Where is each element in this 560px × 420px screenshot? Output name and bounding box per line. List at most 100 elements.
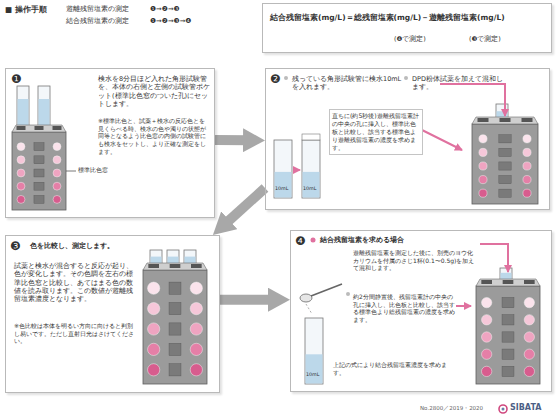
window — [34, 169, 44, 177]
standard-color — [17, 182, 25, 190]
standard-color — [482, 332, 492, 342]
instruction-text: DPD粉体試薬を加えて混和します。 — [412, 75, 504, 92]
procedure-steps: ❶→❷→❸ — [150, 5, 180, 13]
comparator-body — [476, 286, 540, 384]
note-text: ※標準比色と、試薬＋検水の反応色とを見くらべる時、検水の色や濁りの状態が同等とな… — [98, 117, 210, 155]
step-panel: ❸色を比較し、測定します。試薬と検水が混合すると反応が起り、色が変化します。その… — [5, 235, 220, 393]
bullet — [284, 76, 288, 80]
standard-color — [190, 302, 202, 314]
standard-color — [190, 343, 202, 355]
standard-color — [190, 282, 202, 294]
step-number: ❷ — [270, 72, 281, 87]
standard-color — [53, 195, 61, 203]
standard-color — [53, 156, 61, 164]
tube-hole — [148, 264, 159, 268]
window — [169, 343, 181, 355]
comparator-top — [472, 117, 538, 124]
tube-hole — [522, 118, 533, 122]
window — [169, 323, 181, 335]
window — [169, 302, 181, 314]
procedure-label: 結合残留塩素の測定 — [66, 17, 129, 25]
comparator-top — [12, 125, 66, 132]
flow-arrow — [220, 295, 275, 305]
comparator-top — [143, 263, 207, 270]
pink-arrow — [480, 244, 508, 272]
window — [169, 282, 181, 294]
tube-hole — [191, 264, 202, 268]
standard-color — [479, 135, 487, 143]
standard-color — [148, 343, 160, 355]
standard-color — [17, 143, 25, 151]
window — [502, 297, 514, 307]
procedure-label: 遊離残留塩素の測定 — [66, 5, 129, 13]
window — [34, 156, 44, 164]
standard-color — [190, 364, 202, 376]
formula-box: 結合残留塩素(mg/L)＝総残留塩素(mg/L)－遊離残留塩素(mg/L)(❹で… — [262, 3, 552, 53]
standard-color — [482, 366, 492, 376]
standard-color — [524, 349, 534, 359]
bullet — [311, 238, 316, 243]
window — [499, 189, 511, 197]
formula-text: 結合残留塩素(mg/L)＝総残留塩素(mg/L)－遊離残留塩素(mg/L) — [270, 13, 505, 23]
section-heading: ■ 操作手順 — [5, 5, 47, 14]
tube-hole — [481, 280, 492, 284]
comparator-body — [12, 132, 66, 210]
instruction-text: 上記の式により結合残留塩素濃度を求めます。 — [333, 361, 453, 376]
standard-color — [53, 143, 61, 151]
note-text: ※色比較は本体を明るい方向に向けると判別し易いです。ただし直射日光はさけてくださ… — [14, 322, 136, 345]
window — [499, 148, 511, 156]
callout-text: 直ちに(約5秒後)遊離残留塩素計の中央の孔に挿入し、標準比色板と比較し、該当する… — [329, 109, 423, 155]
standard-color — [479, 148, 487, 156]
window — [34, 195, 44, 203]
window — [499, 176, 511, 184]
window — [502, 366, 514, 376]
test-tube — [302, 140, 320, 198]
part-label: 標準比色窓 — [78, 166, 108, 173]
standard-color — [148, 364, 160, 376]
standard-color — [523, 135, 531, 143]
standard-color — [17, 156, 25, 164]
bullet — [346, 292, 350, 296]
tube-hole — [170, 264, 181, 268]
standard-color — [17, 195, 25, 203]
flow-arrow — [224, 188, 265, 225]
volume-label: 10mL — [275, 186, 288, 192]
test-tube — [305, 318, 323, 384]
tube-hole — [500, 118, 511, 122]
instruction-text: 残っている角形試験管に検水10mLを入れます。 — [292, 75, 404, 92]
step-heading: 色を比較し、測定します。 — [30, 242, 200, 251]
window — [499, 135, 511, 143]
volume-label: 10mL — [303, 186, 316, 192]
tube-hole — [478, 118, 489, 122]
standard-color — [53, 182, 61, 190]
bullet — [404, 76, 408, 80]
standard-color — [523, 148, 531, 156]
powder — [306, 304, 312, 314]
window — [34, 182, 44, 190]
tube-hole — [53, 126, 62, 130]
comparator-body — [143, 270, 207, 384]
standard-color — [524, 297, 534, 307]
volume-label: 10mL — [306, 372, 319, 378]
pink-arrow — [440, 84, 505, 116]
standard-color — [524, 332, 534, 342]
standard-color — [523, 189, 531, 197]
leader-line — [66, 171, 76, 172]
procedure-steps: ❶→❷→❸→❹ — [150, 17, 191, 25]
tube-liquid — [306, 354, 323, 383]
standard-color — [524, 366, 534, 376]
window — [502, 332, 514, 342]
standard-color — [523, 162, 531, 170]
formula-note: (❸で測定) — [469, 35, 501, 43]
standard-color — [17, 169, 25, 177]
step-heading: 結合残留塩素を求める場合 — [320, 236, 480, 245]
standard-color — [190, 323, 202, 335]
comparator-top — [476, 279, 540, 286]
standard-color — [53, 169, 61, 177]
pink-arrow — [456, 305, 471, 307]
spoon-handle — [311, 284, 342, 296]
step-number: ❸ — [10, 239, 21, 254]
